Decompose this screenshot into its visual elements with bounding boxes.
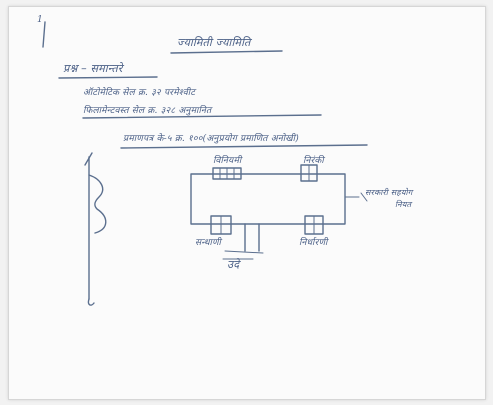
page-number: 1 [37,15,43,25]
bottom-center-bracket [222,223,264,260]
label-top-left: विनियमी [213,156,242,166]
label-right-note-2: नियत [395,200,412,209]
label-right-note-1: सरकारी सहयोग [365,188,413,197]
label-bottom-center: उदे [227,258,240,271]
line-2-underline [82,114,322,119]
component-bottom-right [304,215,324,235]
line-3-underline [120,144,368,149]
label-top-right: निरंकी [303,156,324,166]
subheading-underline [58,76,158,79]
title-underline [170,50,283,54]
page-number-stroke [42,21,46,48]
circuit-rectangle [190,173,346,225]
label-bottom-right: निर्धारणी [299,238,328,248]
spine-sketch [84,152,107,306]
label-bottom-left: सन्धाणी [195,238,222,248]
component-bottom-left [210,215,232,235]
component-top-left [212,167,242,180]
text-line-2: फिलामेन्टवस्त सेल क्र. ३२८ अनुमानित [83,106,212,116]
handwriting-strokes [42,21,368,306]
subheading: प्रश्न – समान्तरे [63,62,123,75]
text-line-1: ऑटोमेटिक सेल क्र. ३२ परमेश्वीट [83,88,196,98]
component-top-right [300,164,318,182]
text-line-3: प्रमाणपत्र के-५ क्र. १००(अनुप्रयोग प्रमा… [123,134,299,144]
right-connector [344,192,368,202]
page-title: ज्यामिती ज्यामिति [177,36,251,49]
scanned-page: 1 ज्यामिती ज्यामिति प्रश्न – समान्तरे ऑट… [8,6,486,400]
